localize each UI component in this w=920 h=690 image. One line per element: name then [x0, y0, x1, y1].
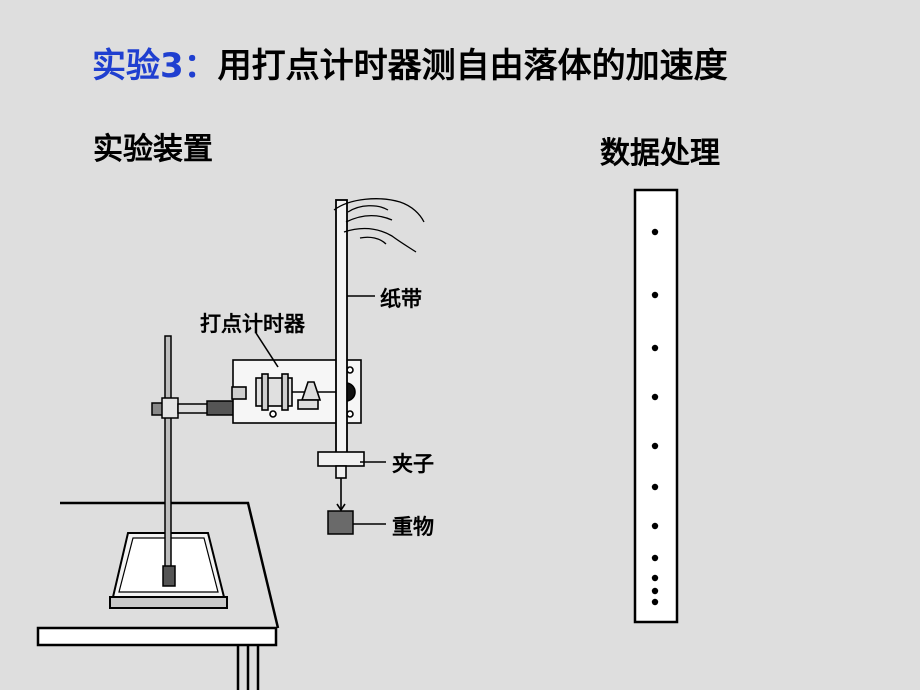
tape-dot [651, 554, 659, 562]
label-weight: 重物 [392, 515, 434, 539]
tape-dot [651, 522, 659, 530]
tape-dots [651, 228, 659, 606]
clamp-arm [151, 397, 241, 419]
slide-title: 实验3：用打点计时器测自由落体的加速度 [92, 38, 728, 87]
label-timer: 打点计时器 [200, 312, 305, 336]
leader-lines [255, 295, 386, 525]
paper-tape [335, 199, 348, 459]
data-heading: 数据处理 [600, 136, 720, 171]
label-tape: 纸带 [380, 287, 422, 311]
stand-rod [162, 335, 176, 587]
table [36, 501, 280, 690]
tape-dot [651, 291, 659, 299]
hand-drawing [333, 198, 425, 253]
tape-dot [651, 587, 659, 595]
tape-dot [651, 574, 659, 582]
weight-block [327, 510, 354, 535]
tape-dot [651, 442, 659, 450]
title-text: 用打点计时器测自由落体的加速度 [217, 46, 728, 86]
data-tape [633, 188, 679, 624]
tape-dot [651, 483, 659, 491]
tape-dot [651, 598, 659, 606]
label-clip: 夹子 [392, 452, 434, 476]
clip [317, 451, 365, 512]
title-prefix: 实验3： [92, 46, 218, 86]
tape-dot [651, 228, 659, 236]
tape-dot [651, 393, 659, 401]
setup-heading: 实验装置 [93, 132, 213, 167]
tape-dot [651, 344, 659, 352]
